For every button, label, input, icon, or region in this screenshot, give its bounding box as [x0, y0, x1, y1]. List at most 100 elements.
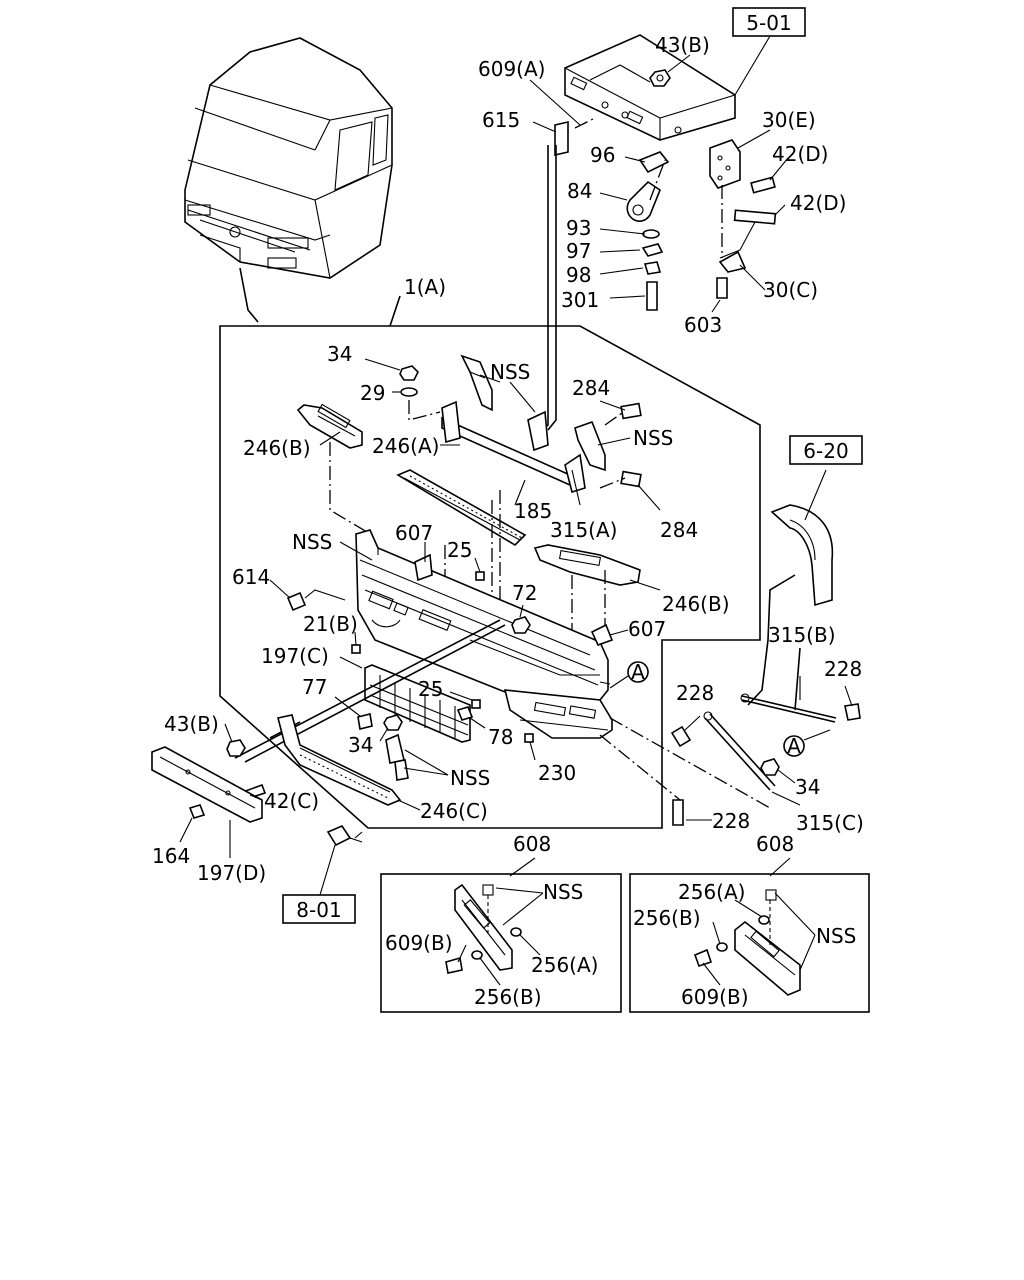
garnish-246b-left: [296, 403, 363, 449]
label-42d-1: 42(D): [772, 142, 828, 166]
detail-608-left-bolt: [445, 956, 463, 974]
label-nss-1: NSS: [490, 360, 530, 384]
label-77: 77: [302, 675, 327, 699]
label-circle-a-2: A: [787, 734, 801, 758]
pin-97: [641, 243, 664, 257]
garnish-246a: [396, 469, 527, 547]
bracket-615: [539, 120, 569, 433]
ref-box-6-20[interactable]: 6-20: [789, 435, 863, 465]
label-84: 84: [567, 179, 592, 203]
label-607-1: 607: [395, 521, 433, 545]
label-608-1: 608: [513, 832, 551, 856]
label-197c: 197(C): [261, 644, 329, 668]
label-185: 185: [514, 499, 552, 523]
label-97: 97: [566, 239, 591, 263]
label-72: 72: [512, 581, 537, 605]
label-34-mid: 34: [348, 733, 373, 757]
label-228-3: 228: [712, 809, 750, 833]
label-34-top: 34: [327, 342, 352, 366]
label-nss-6: NSS: [816, 924, 856, 948]
label-43b-left: 43(B): [164, 712, 219, 736]
label-315b: 315(B): [768, 623, 836, 647]
label-93: 93: [566, 216, 591, 240]
bolt-228-1: [670, 725, 692, 748]
label-615: 615: [482, 108, 520, 132]
detail-box-608-left: [380, 873, 622, 1013]
ref-5-01-text: 5-01: [746, 11, 791, 35]
clip-25-1: [475, 571, 485, 581]
pad-96: [638, 151, 670, 174]
nut-34-top: [399, 365, 419, 381]
ref-6-20-text: 6-20: [803, 439, 848, 463]
nut-34-mid: [383, 714, 403, 731]
nut-72: [511, 616, 531, 634]
label-96: 96: [590, 143, 615, 167]
bracket-30e: [709, 139, 741, 189]
bolt-77: [357, 713, 373, 730]
nss-bracket-lower: [385, 733, 409, 781]
label-43b-top: 43(B): [655, 33, 710, 57]
ref-box-5-01[interactable]: 5-01: [732, 7, 806, 37]
label-315a: 315(A): [550, 518, 617, 542]
label-197d: 197(D): [197, 861, 266, 885]
label-301: 301: [561, 288, 599, 312]
label-284-2: 284: [660, 518, 698, 542]
detail-608-left-nut: [510, 927, 522, 937]
detail-box-608-right: [629, 873, 870, 1013]
nss-bracket-upper: [460, 354, 493, 412]
label-nss-5: NSS: [543, 880, 583, 904]
bolt-228-2: [844, 703, 861, 721]
label-256b-2: 256(B): [633, 906, 701, 930]
label-42c: 42(C): [264, 789, 319, 813]
nut-43b-top: [649, 69, 671, 87]
nut-78: [456, 706, 474, 721]
label-284-1: 284: [572, 376, 610, 400]
nut-34-right: [760, 758, 780, 776]
label-609b-2: 609(B): [681, 985, 749, 1009]
bolt-284-1: [620, 402, 642, 420]
label-nss-3: NSS: [292, 530, 332, 554]
label-21b: 21(B): [303, 612, 358, 636]
label-30c: 30(C): [763, 278, 818, 302]
nut-98: [643, 261, 662, 275]
duct-6-20: [770, 469, 834, 607]
hook-84: [626, 180, 661, 222]
label-609b-1: 609(B): [385, 931, 453, 955]
nut-43b-left: [226, 739, 246, 757]
label-256a-1: 256(A): [531, 953, 598, 977]
plug-614: [286, 589, 346, 612]
bracket-30c: [718, 250, 747, 273]
label-25-1: 25: [447, 538, 472, 562]
callout-circle-a-2: [783, 735, 805, 757]
garnish-246b-right: [533, 544, 641, 586]
washer-93: [642, 229, 660, 239]
label-164: 164: [152, 844, 190, 868]
label-230: 230: [538, 761, 576, 785]
clip-25-2: [471, 699, 481, 709]
label-42d-2: 42(D): [790, 191, 846, 215]
label-256b-1: 256(B): [474, 985, 542, 1009]
label-29: 29: [360, 381, 385, 405]
part-labels: 43(B) 609(A) 615 30(E) 96 42(D) 84 42(D)…: [152, 33, 864, 1009]
clip-230: [524, 733, 534, 743]
label-246b-right: 246(B): [662, 592, 730, 616]
label-246c: 246(C): [420, 799, 488, 823]
license-plate-197d: [151, 746, 263, 823]
washer-29: [400, 387, 418, 397]
stay-rod-315b: [740, 647, 837, 723]
clip-607-right: [590, 623, 614, 646]
label-78: 78: [488, 725, 513, 749]
ref-box-8-01[interactable]: 8-01: [282, 894, 356, 924]
label-614: 614: [232, 565, 270, 589]
cross-bar-185: [441, 400, 586, 494]
label-25-2: 25: [418, 677, 443, 701]
bolt-42d-2: [733, 209, 777, 225]
bolt-228-3: [672, 799, 684, 826]
label-608-2: 608: [756, 832, 794, 856]
label-98: 98: [566, 263, 591, 287]
bolt-301: [646, 281, 658, 311]
clip-21b: [351, 644, 361, 654]
ref-8-01-text: 8-01: [296, 898, 341, 922]
label-1a: 1(A): [404, 275, 446, 299]
